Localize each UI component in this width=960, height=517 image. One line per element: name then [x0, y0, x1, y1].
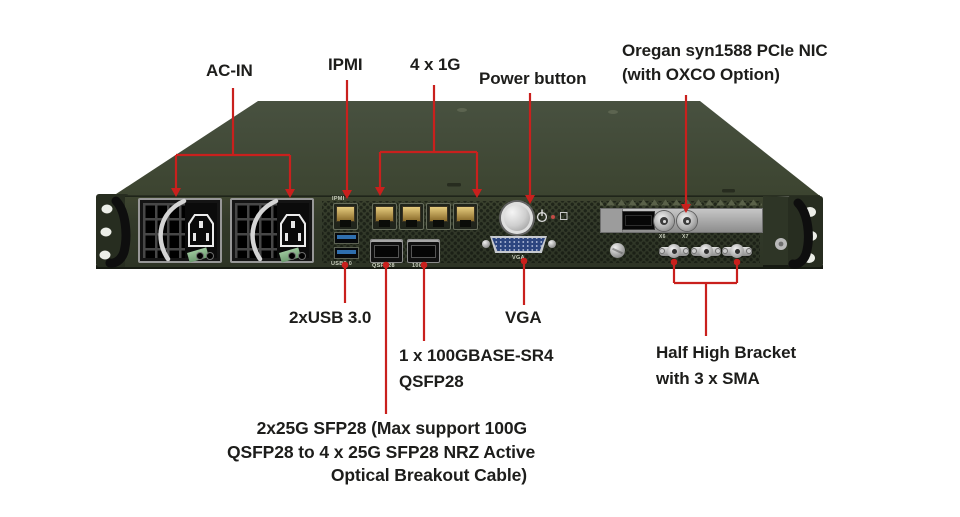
ipmi-print: IPMI — [332, 196, 345, 202]
100g-print: 100G — [412, 263, 427, 269]
top-panel-slot — [447, 183, 461, 187]
callout-label-sfp28-breakout: 2x25G SFP28 (Max support 100G QSFP28 to … — [227, 417, 536, 488]
lan-port-1 — [372, 203, 397, 230]
chassis-side-piece — [763, 196, 790, 266]
rack-ear-hole — [99, 250, 111, 260]
usb3-port-2 — [334, 247, 359, 259]
rack-handle-left — [105, 196, 131, 268]
vga-screw — [548, 240, 556, 248]
rack-ear-right — [788, 196, 823, 267]
lan-port-4 — [453, 203, 478, 230]
callout-label-nic: Oregan syn1588 PCIe NIC (with OXCO Optio… — [622, 39, 828, 87]
vga-screw — [482, 240, 490, 248]
rack-ear-hole — [804, 207, 816, 217]
sma-connector-3 — [722, 244, 752, 258]
rack-ear-hole — [805, 231, 817, 241]
rack-handle-right — [788, 198, 813, 269]
qsfp-print: QSFP28 — [372, 263, 395, 269]
sma-connector-x6 — [654, 211, 674, 231]
chassis-top-panel — [113, 101, 820, 196]
sma-connector-2 — [691, 244, 721, 258]
top-panel-screw-hole — [608, 110, 618, 114]
sma-label-line2: with 3 x SMA — [656, 369, 760, 388]
callout-label-ac-in: AC-IN — [206, 61, 253, 80]
psu-vent-grid — [235, 203, 279, 258]
x6-print: X6 — [659, 234, 666, 240]
psu-led — [288, 252, 296, 260]
callout-label-vga: VGA — [505, 308, 542, 327]
ipmi-port — [333, 203, 358, 230]
callout-label-4x1g: 4 x 1G — [410, 55, 461, 74]
callout-label-qsfp28: 1 x 100GBASE-SR4 QSFP28 — [399, 343, 553, 395]
qsfp-label-line2: QSFP28 — [399, 372, 464, 391]
top-panel-slot — [722, 189, 735, 193]
lan-port-3 — [426, 203, 451, 230]
lan-port-2 — [399, 203, 424, 230]
rack-ear-hole — [101, 204, 113, 214]
rack-ear-hole — [803, 253, 815, 263]
psu-led — [196, 252, 204, 260]
callout-label-power-button: Power button — [479, 69, 587, 88]
power-button — [501, 202, 533, 234]
x7-print: X7 — [682, 234, 689, 240]
usb3-port-1 — [334, 232, 359, 244]
callout-label-usb: 2xUSB 3.0 — [289, 308, 372, 327]
leader-ac-in — [174, 88, 292, 190]
chassis-screw — [610, 243, 625, 258]
psu-led — [298, 252, 306, 260]
psu-led — [206, 252, 214, 260]
qsfp-label-line1: 1 x 100GBASE-SR4 — [399, 346, 554, 365]
rack-ear-hole — [100, 227, 112, 237]
qsfp28-100g-cage — [407, 239, 440, 263]
side-screw — [775, 238, 787, 250]
nic-sfp-cage — [622, 211, 655, 230]
callout-label-sma-bracket: Half High Bracket with 3 x SMA — [656, 340, 796, 392]
leader-lan — [378, 85, 479, 190]
sfp28-label-line1: 2x25G SFP28 (Max support 100G — [256, 418, 528, 438]
sfp28-cage — [370, 239, 403, 263]
vga-print: VGA — [512, 255, 525, 261]
psu-1 — [138, 198, 222, 263]
nic-label-line1: Oregan syn1588 PCIe NIC — [622, 41, 828, 60]
usb-print: USB3.0 — [331, 261, 353, 267]
nic-label-line2: (with OXCO Option) — [622, 65, 780, 84]
psu-vent-grid — [143, 203, 187, 258]
sfp28-label-line3: Optical Breakout Cable) — [330, 465, 527, 485]
sfp28-label-line2: QSFP28 to 4 x 25G SFP28 NRZ Active — [227, 441, 536, 462]
sma-label-line1: Half High Bracket — [656, 343, 797, 362]
top-panel-screw-hole — [457, 108, 467, 112]
sma-connector-x7 — [677, 211, 697, 231]
leader-sma — [672, 263, 739, 336]
sma-connector-1 — [659, 244, 689, 258]
vga-port — [490, 236, 547, 253]
psu-2 — [230, 198, 314, 263]
callout-label-ipmi: IPMI — [328, 55, 363, 74]
